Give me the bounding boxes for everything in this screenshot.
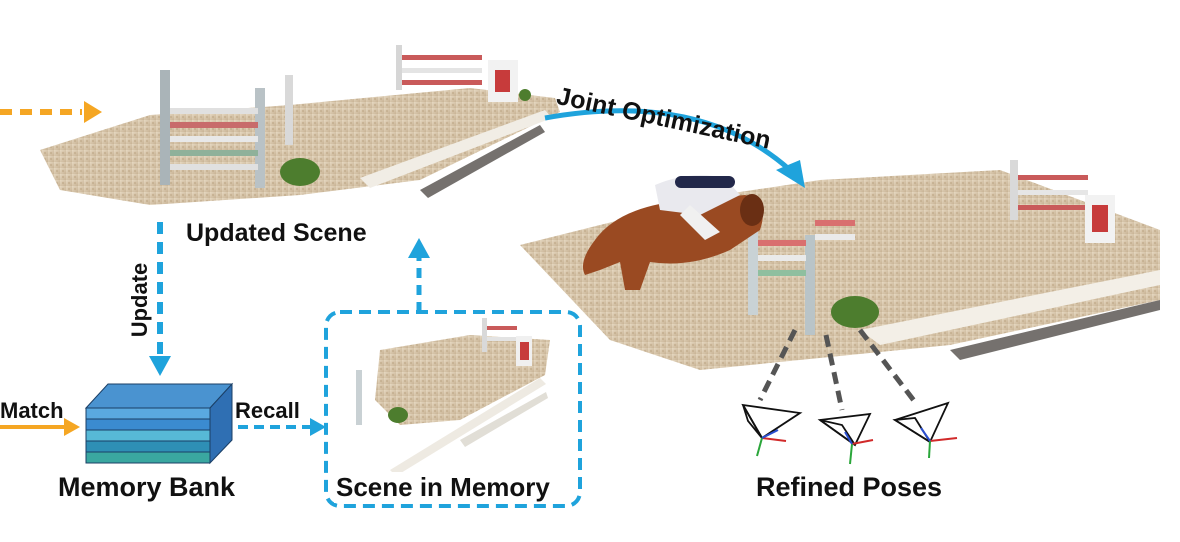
recall-arrow [238, 418, 326, 436]
fence-obstacle-right [1010, 160, 1115, 243]
fence-obstacle [160, 70, 320, 188]
camera-frustum-icon [817, 412, 874, 465]
recall-label: Recall [235, 398, 300, 423]
match-label: Match [0, 398, 64, 423]
scene-in-memory-box [324, 310, 582, 508]
to-updated-scene-arrow [408, 238, 430, 312]
updated-scene-label: Updated Scene [186, 219, 367, 247]
incoming-orange-arrow [0, 101, 102, 123]
update-arrow [149, 222, 171, 376]
camera-frustum-icon [892, 401, 958, 459]
memory-bank-label: Memory Bank [58, 472, 236, 502]
horse-and-rider [582, 175, 764, 290]
memory-bank-stack-icon [84, 382, 234, 465]
refined-scene-pointcloud [520, 160, 1160, 370]
pose-leader-lines [757, 328, 917, 411]
fence-obstacle-front [748, 205, 879, 335]
scene-in-memory-label: Scene in Memory [334, 472, 552, 503]
joint-optimization-arrow [544, 108, 805, 188]
camera-frustum-icon [741, 403, 803, 457]
fence-obstacle-far [396, 45, 531, 102]
match-arrow [0, 418, 80, 436]
updated-scene-pointcloud [40, 45, 560, 205]
refined-poses-label: Refined Poses [756, 472, 943, 502]
update-label: Update [127, 262, 152, 338]
